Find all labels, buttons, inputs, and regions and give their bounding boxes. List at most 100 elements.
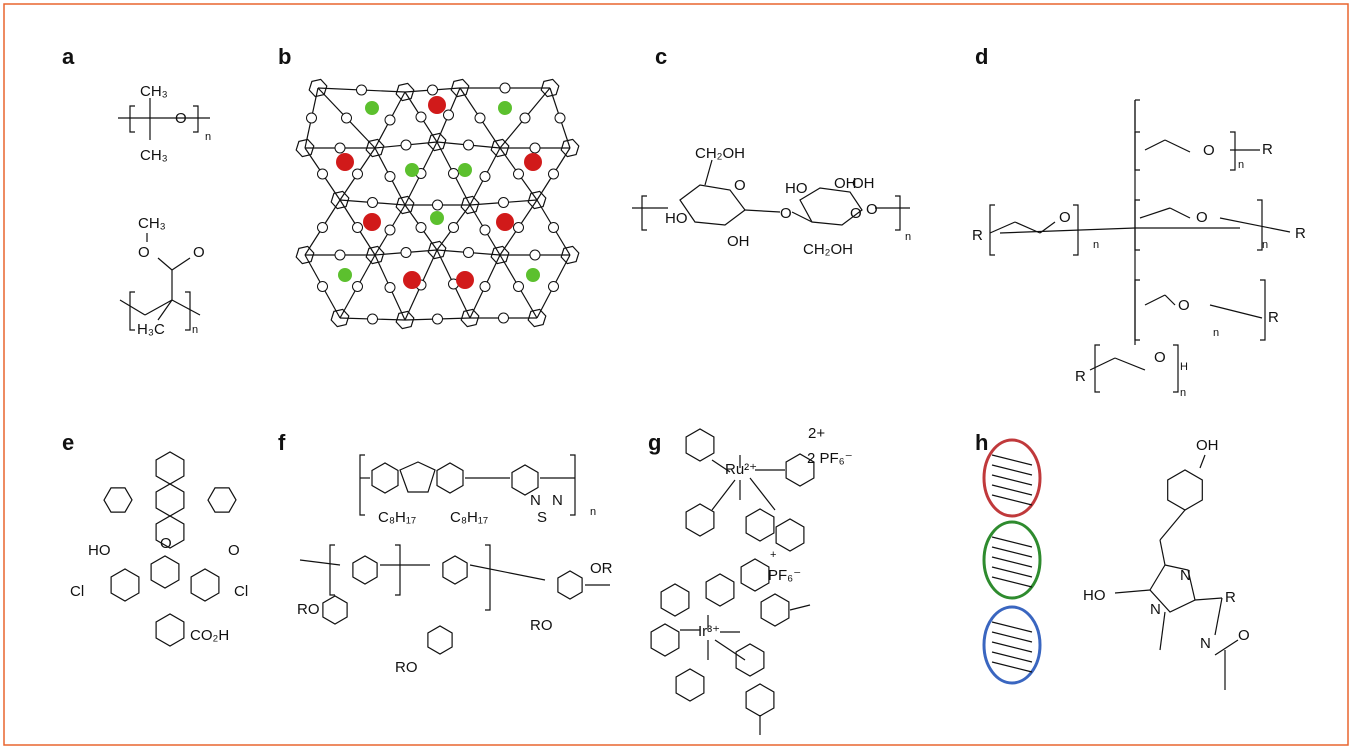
- f-ro2: RO: [395, 659, 418, 676]
- bond-line: [144, 299, 173, 316]
- mof-linker-ring: [384, 114, 396, 126]
- beta-strand: [991, 454, 1033, 466]
- benzothiadiazole-ring: [511, 464, 539, 496]
- bond-line: [157, 299, 173, 321]
- red-ion-sphere: [336, 153, 354, 171]
- pyridine-ring: [740, 558, 770, 592]
- mof-metal-node: [450, 78, 470, 98]
- mof-linker-ring: [427, 84, 438, 96]
- bond-line: [1199, 454, 1206, 469]
- mof-metal-node: [395, 82, 415, 102]
- g-counter-ir: PF₆⁻: [768, 567, 801, 584]
- f-ro1: RO: [297, 601, 320, 618]
- anthracene-ring: [155, 451, 185, 485]
- beta-strand: [991, 576, 1033, 588]
- mof-metal-node: [490, 245, 510, 265]
- d-r5: R: [1075, 368, 1086, 385]
- beta-strand: [991, 536, 1033, 548]
- mof-metal-node: [308, 78, 328, 98]
- f-n: n: [590, 506, 596, 518]
- bond-line: [1089, 357, 1116, 371]
- f-or: OR: [590, 560, 613, 577]
- c-o-ring2: O: [850, 205, 862, 222]
- g-charge-ru: 2+: [808, 425, 825, 442]
- mof-linker-ring: [334, 142, 346, 154]
- beta-strand: [991, 474, 1033, 486]
- d-o5: O: [1154, 349, 1166, 366]
- a-n: n: [205, 131, 211, 143]
- panel-label-g: g: [648, 430, 661, 455]
- bond-line: [714, 639, 746, 661]
- c-o-ring1: O: [734, 177, 746, 194]
- e-o-keto: O: [228, 542, 240, 559]
- mof-linker-ring: [548, 281, 559, 292]
- benzoic-ring: [155, 613, 185, 647]
- beta-strand: [991, 651, 1033, 663]
- mof-linker-ring: [498, 197, 509, 208]
- mof-linker-ring: [479, 171, 491, 182]
- bond-line: [749, 477, 776, 511]
- bracket: [329, 544, 335, 596]
- mof-linker-ring: [463, 139, 474, 151]
- mof-linker-ring: [432, 313, 443, 325]
- d-r2: R: [1262, 141, 1273, 158]
- mof-linker-ring: [548, 168, 559, 180]
- pv-ring: [557, 570, 583, 600]
- structure-drawings: [103, 78, 1291, 735]
- mof-linker-ring: [352, 281, 363, 292]
- pyridyl-ring: [660, 583, 690, 617]
- anthracene-ring: [155, 515, 185, 549]
- bond-line: [157, 257, 173, 271]
- mof-metal-node: [330, 308, 350, 328]
- bond-line: [1144, 294, 1166, 306]
- bracket: [395, 544, 401, 596]
- mof-metal-node: [395, 310, 415, 330]
- panel-label-e: e: [62, 430, 74, 455]
- c-ch2oh-2: CH₂OH: [803, 241, 853, 258]
- red-fluorescent-protein: [982, 438, 1042, 518]
- beta-strand: [991, 546, 1033, 558]
- c-oh-1: OH: [852, 175, 875, 192]
- bracket: [129, 291, 135, 331]
- panel-label-d: d: [975, 44, 988, 69]
- beta-strand: [991, 566, 1033, 578]
- green-ion-sphere: [498, 101, 512, 115]
- pv-ring: [322, 595, 348, 625]
- a-o: O: [175, 110, 187, 127]
- h-ho: HO: [1083, 587, 1106, 604]
- g-charge-ir: +: [770, 549, 776, 561]
- e-cl1: Cl: [70, 583, 84, 600]
- red-ion-sphere: [363, 213, 381, 231]
- bracket: [1094, 344, 1100, 393]
- mof-metal-node: [395, 195, 415, 215]
- d-n5: n: [1180, 387, 1186, 399]
- f-s: S: [537, 509, 547, 526]
- f-n1: N: [530, 492, 541, 509]
- beta-strand: [991, 641, 1033, 653]
- c-ho-2: HO: [785, 180, 808, 197]
- mof-metal-node: [295, 245, 315, 265]
- green-ion-sphere: [365, 101, 379, 115]
- xanthene-ring: [110, 568, 140, 602]
- h-r: R: [1225, 589, 1236, 606]
- mof-linker-ring: [529, 249, 541, 261]
- bond-line: [711, 479, 736, 511]
- pmma-o2: O: [193, 244, 205, 261]
- pv-ring: [442, 555, 468, 585]
- d-o2: O: [1203, 142, 1215, 159]
- red-ion-sphere: [524, 153, 542, 171]
- green-ion-sphere: [526, 268, 540, 282]
- d-o1: O: [1059, 209, 1071, 226]
- e-ho: HO: [88, 542, 111, 559]
- mof-linker-ring: [554, 112, 566, 124]
- pv-ring: [352, 555, 378, 585]
- e-o-ring: O: [160, 535, 172, 552]
- bond-line: [1214, 597, 1223, 636]
- bracket: [193, 105, 199, 133]
- red-ion-sphere: [456, 271, 474, 289]
- mof-metal-node: [490, 138, 510, 158]
- bracket: [1260, 279, 1266, 341]
- c-n: n: [905, 231, 911, 243]
- phenyl-ring: [103, 487, 133, 513]
- bond-line: [1164, 139, 1191, 153]
